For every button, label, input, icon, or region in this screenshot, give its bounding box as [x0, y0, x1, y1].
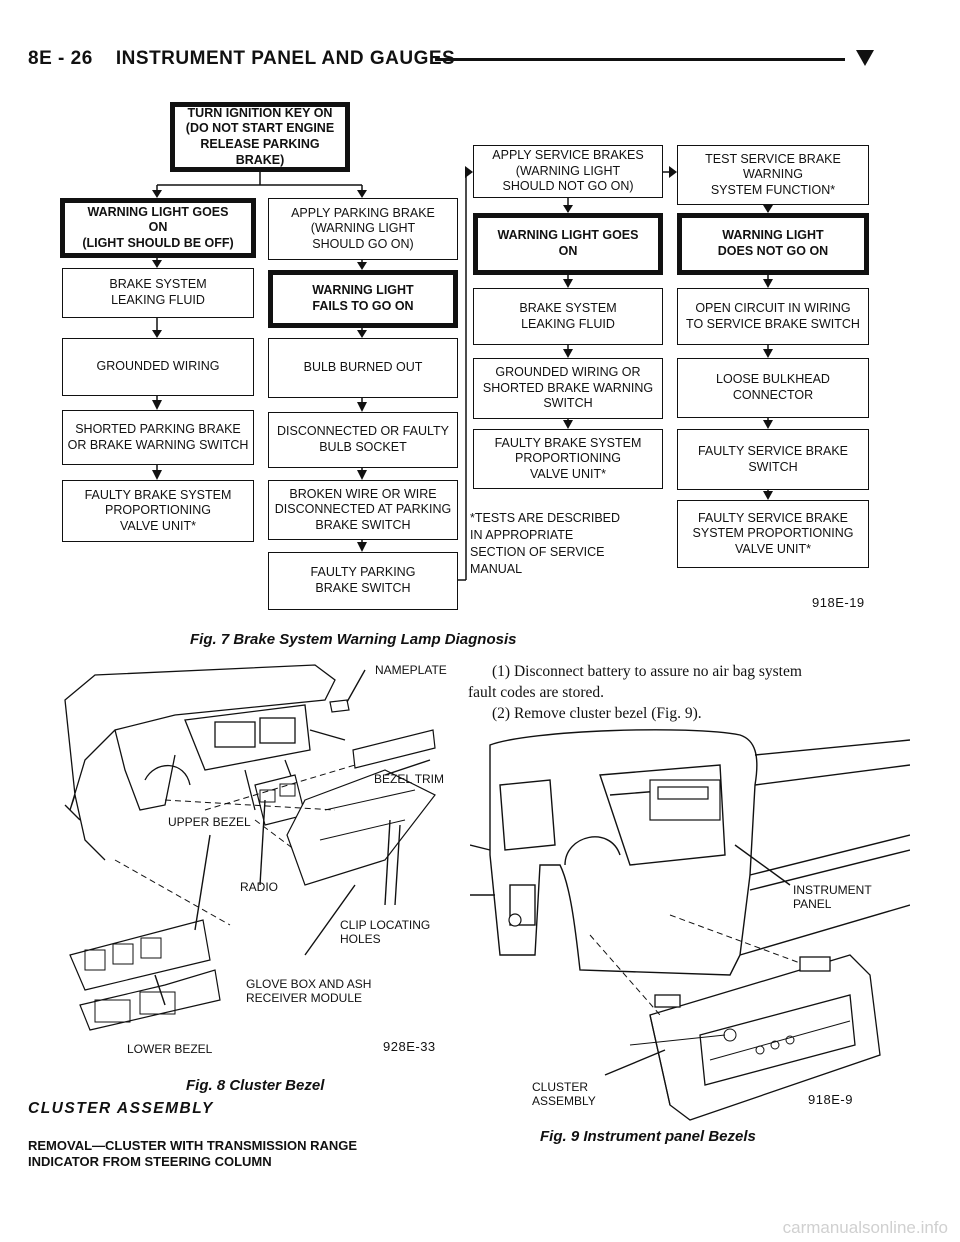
flow-col1-box-2: BRAKE SYSTEM LEAKING FLUID	[62, 268, 254, 318]
label-nameplate: NAMEPLATE	[375, 663, 447, 677]
flow-col1-box-5: FAULTY BRAKE SYSTEM PROPORTIONING VALVE …	[62, 480, 254, 542]
flow-col3-box-5: FAULTY BRAKE SYSTEM PROPORTIONING VALVE …	[473, 429, 663, 489]
triangle-icon	[856, 50, 874, 66]
subsection-line-2: INDICATOR FROM STEERING COLUMN	[28, 1154, 272, 1170]
figure9-caption: Fig. 9 Instrument panel Bezels	[540, 1128, 756, 1145]
step-1-text: (1) Disconnect battery to assure no air …	[492, 663, 802, 680]
figure8-caption: Fig. 8 Cluster Bezel	[186, 1077, 325, 1094]
cluster-bezel-illustration	[64, 664, 436, 1031]
step-2-text: (2) Remove cluster bezel (Fig. 9).	[492, 705, 702, 722]
flow-col4-box-3: OPEN CIRCUIT IN WIRING TO SERVICE BRAKE …	[677, 288, 869, 345]
flow-col4-box-6: FAULTY SERVICE BRAKE SYSTEM PROPORTIONIN…	[677, 500, 869, 568]
flow-col3-box-4: GROUNDED WIRING OR SHORTED BRAKE WARNING…	[473, 358, 663, 419]
page-header: 8E - 26 INSTRUMENT PANEL AND GAUGES	[28, 48, 455, 70]
label-clip-holes: CLIP LOCATING HOLES	[340, 918, 431, 947]
watermark: carmanualsonline.info	[782, 1218, 948, 1237]
flow-col2-box-2: WARNING LIGHT FAILS TO GO ON	[268, 270, 458, 328]
section-title: INSTRUMENT PANEL AND GAUGES	[115, 48, 456, 69]
figure7-id: 918E-19	[812, 595, 865, 610]
label-bezel-trim: BEZEL TRIM	[374, 772, 445, 786]
flow-col2-box-4: DISCONNECTED OR FAULTY BULB SOCKET	[268, 412, 458, 468]
flow-col2-box-3: BULB BURNED OUT	[268, 338, 458, 398]
figure9-id: 918E-9	[808, 1092, 853, 1107]
flow-footnote: *TESTS ARE DESCRIBED IN APPROPRIATE SECT…	[470, 511, 621, 576]
flow-col3-box-1: APPLY SERVICE BRAKES (WARNING LIGHT SHOU…	[473, 145, 663, 198]
figure7-caption: Fig. 7 Brake System Warning Lamp Diagnos…	[190, 631, 517, 648]
flow-col1-box-4: SHORTED PARKING BRAKE OR BRAKE WARNING S…	[62, 410, 254, 465]
label-instrument-panel: INSTRUMENT PANEL	[793, 883, 872, 912]
section-title: CLUSTER ASSEMBLY	[28, 1100, 214, 1117]
subsection-line-1: REMOVAL—CLUSTER WITH TRANSMISSION RANGE	[28, 1138, 358, 1153]
flow-col2-box-5: BROKEN WIRE OR WIRE DISCONNECTED AT PARK…	[268, 480, 458, 540]
flow-col3-box-3: BRAKE SYSTEM LEAKING FLUID	[473, 288, 663, 345]
flow-col1-box-1: WARNING LIGHT GOES ON (LIGHT SHOULD BE O…	[60, 198, 256, 258]
label-glove-box: GLOVE BOX AND ASH RECEIVER MODULE	[246, 977, 372, 1006]
label-upper-bezel: UPPER BEZEL	[168, 815, 251, 829]
flow-col4-box-5: FAULTY SERVICE BRAKE SWITCH	[677, 429, 869, 490]
flow-col4-box-2: WARNING LIGHT DOES NOT GO ON	[677, 213, 869, 275]
label-lower-bezel: LOWER BEZEL	[127, 1042, 213, 1056]
subsection-heading: REMOVAL—CLUSTER WITH TRANSMISSION RANGE …	[28, 1138, 357, 1171]
flow-start-box: TURN IGNITION KEY ON (DO NOT START ENGIN…	[170, 102, 350, 172]
header-rule	[435, 58, 845, 61]
flow-col2-box-6: FAULTY PARKING BRAKE SWITCH	[268, 552, 458, 610]
flow-col4-box-1: TEST SERVICE BRAKE WARNING SYSTEM FUNCTI…	[677, 145, 869, 205]
section-number: 8E - 26	[28, 48, 93, 69]
flow-col4-box-4: LOOSE BULKHEAD CONNECTOR	[677, 358, 869, 418]
flow-col3-box-2: WARNING LIGHT GOES ON	[473, 213, 663, 275]
flowchart-connectors	[152, 166, 773, 581]
figure8-id: 928E-33	[383, 1039, 436, 1054]
label-radio: RADIO	[240, 880, 279, 894]
step-1-cont: fault codes are stored.	[468, 684, 604, 701]
flow-col1-box-3: GROUNDED WIRING	[62, 338, 254, 396]
label-cluster-assembly: CLUSTER ASSEMBLY	[532, 1080, 596, 1109]
flow-col2-box-1: APPLY PARKING BRAKE (WARNING LIGHT SHOUL…	[268, 198, 458, 260]
instrument-panel-illustration	[470, 729, 910, 1121]
